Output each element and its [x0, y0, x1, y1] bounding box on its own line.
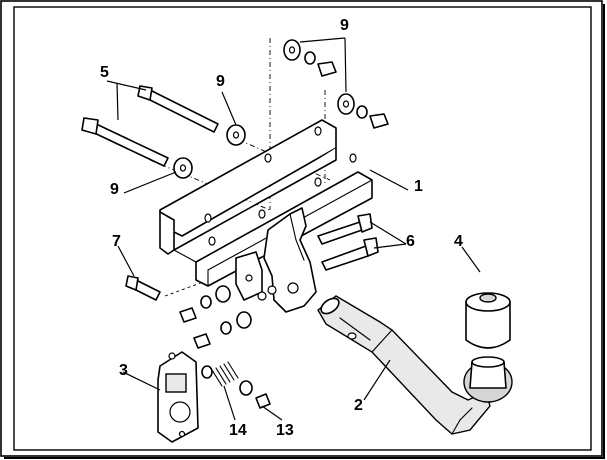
callout-leaders — [106, 37, 481, 421]
callout-5: 5 — [100, 64, 109, 81]
part-5-long-bolts — [81, 85, 219, 167]
part-13-nut — [239, 380, 271, 409]
hitch-side-plate — [235, 207, 317, 313]
part-14-spring — [201, 361, 239, 387]
bracket-slots — [204, 126, 357, 246]
part-3-socket-plate — [157, 351, 199, 443]
callout-1: 1 — [414, 178, 423, 195]
callout-6: 6 — [406, 233, 415, 250]
part-4-tow-ball — [463, 292, 513, 403]
callout-13: 13 — [276, 422, 294, 439]
callout-9-middle: 9 — [216, 73, 225, 90]
part-6-bolts — [317, 213, 379, 271]
callout-3: 3 — [119, 362, 128, 379]
callout-9-top: 9 — [340, 17, 349, 34]
callout-14: 14 — [229, 422, 247, 439]
part-7-bolt-and-washers — [125, 275, 252, 349]
callout-7: 7 — [112, 233, 121, 250]
callout-2: 2 — [354, 397, 363, 414]
part-9-washers-and-nuts — [173, 39, 389, 179]
callout-9-left: 9 — [110, 181, 119, 198]
callout-4: 4 — [454, 233, 463, 250]
drawing-border — [13, 6, 592, 451]
